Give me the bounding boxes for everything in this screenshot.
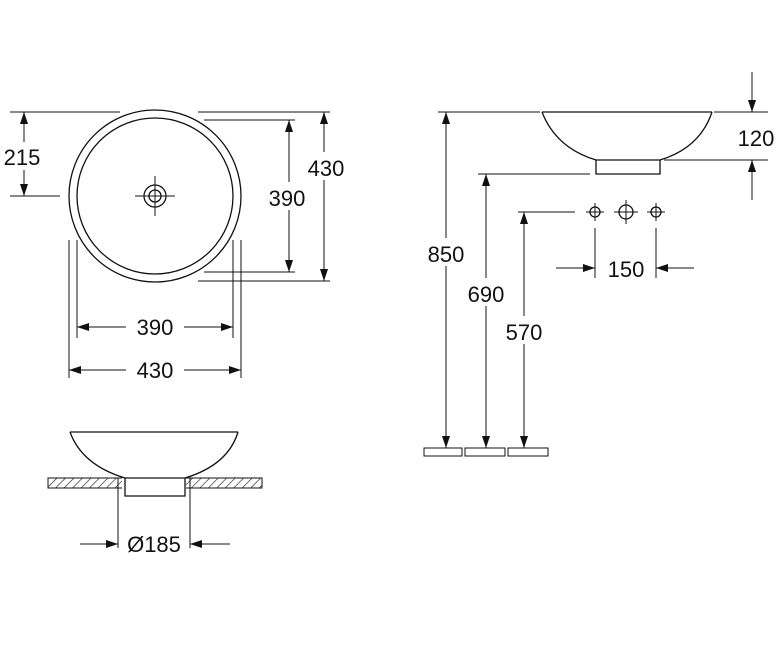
top-view: 215 390 430 [0,109,352,383]
label-390-horizontal: 390 [137,315,174,340]
dimension-390-horizontal: 390 [77,312,233,340]
dimension-430-horizontal: 430 [69,355,241,383]
floor-line [423,447,549,457]
dimension-570: 570 [498,212,550,448]
tap-hole-left-icon [586,203,604,221]
dimension-bowl-height: 120 [738,72,775,200]
basin-outer-rim [68,109,242,283]
label-bowl-height: 120 [738,126,775,151]
label-215: 215 [4,145,41,170]
label-430-vertical: 430 [308,156,345,181]
tap-hole-right-icon [647,203,665,221]
basin-base [124,478,186,497]
dimension-430-vertical: 430 [300,112,352,281]
drain-icon [135,176,175,216]
dimension-tap-spacing: 150 [556,257,694,282]
tap-holes [586,200,665,224]
label-430-horizontal: 430 [137,358,174,383]
front-section-view: Ø185 [47,431,263,557]
label-570: 570 [506,320,543,345]
dimension-850: 850 [420,112,472,448]
dimension-690: 690 [460,174,512,448]
label-850: 850 [428,242,465,267]
basin-bowl-profile [69,431,239,479]
label-drain-diameter: Ø185 [127,532,181,557]
dimension-drain-diameter: Ø185 [80,532,230,557]
dimension-215: 215 [0,111,120,197]
tap-hole-center-icon [614,200,638,224]
side-view: 120 15 [420,72,775,457]
dimension-390-vertical: 390 [262,120,314,272]
label-tap-spacing: 150 [608,257,645,282]
basin-inner-rim [76,117,234,275]
label-690: 690 [468,282,505,307]
label-390-vertical: 390 [269,186,306,211]
side-bowl-profile [541,111,713,161]
